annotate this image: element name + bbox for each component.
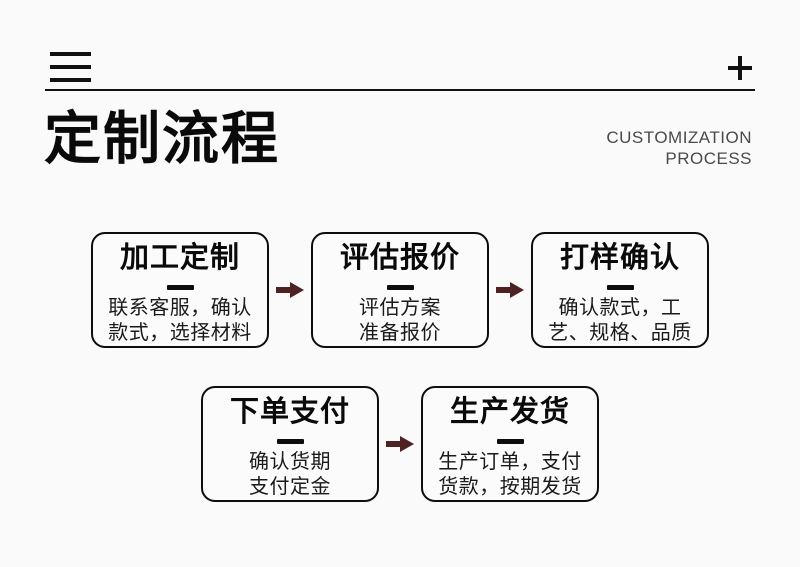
step-description: 生产订单，支付 货款，按期发货	[423, 450, 597, 500]
step-box-1: 加工定制 联系客服，确认 款式，选择材料	[91, 232, 269, 348]
header-divider	[45, 89, 755, 91]
plus-vertical-bar	[738, 56, 742, 80]
flow-row-2: 下单支付 确认货期 支付定金 生产发货 生产订单，支付 货款，按期发货	[0, 386, 800, 502]
step-dash	[276, 439, 304, 444]
step-box-2: 评估报价 评估方案 准备报价	[311, 232, 489, 348]
flow-row-1: 加工定制 联系客服，确认 款式，选择材料 评估报价 评估方案 准备报价 打样确认	[0, 232, 800, 348]
step-desc-line2: 艺、规格、品质	[548, 322, 692, 344]
step-desc-line2: 款式，选择材料	[108, 322, 252, 344]
plus-icon	[728, 56, 752, 80]
step-title: 打样确认	[559, 242, 680, 274]
step-title: 下单支付	[229, 396, 350, 428]
hamburger-bar	[50, 78, 91, 82]
hamburger-bar	[50, 65, 91, 69]
step-desc-line1: 确认款式，工	[558, 297, 682, 319]
arrow-right-icon	[276, 282, 304, 298]
step-box-3: 打样确认 确认款式，工 艺、规格、品质	[531, 232, 709, 348]
step-dash	[386, 285, 414, 290]
step-desc-line1: 生产订单，支付	[438, 451, 582, 473]
step-desc-line1: 评估方案	[359, 297, 441, 319]
step-desc-line1: 联系客服，确认	[108, 297, 252, 319]
step-description: 评估方案 准备报价	[313, 296, 487, 346]
page-title: 定制流程	[44, 107, 280, 171]
page-subtitle-line1: CUSTOMIZATION	[606, 128, 752, 147]
hamburger-menu-icon	[50, 52, 91, 82]
step-desc-line2: 准备报价	[359, 322, 441, 344]
step-dash	[166, 285, 194, 290]
arrow-right-icon	[496, 282, 524, 298]
page-subtitle-line2: PROCESS	[665, 149, 752, 168]
step-desc-line2: 支付定金	[249, 476, 331, 498]
step-dash	[606, 285, 634, 290]
step-dash	[496, 439, 524, 444]
step-description: 确认货期 支付定金	[203, 450, 377, 500]
step-desc-line2: 货款，按期发货	[438, 476, 582, 498]
step-title: 评估报价	[339, 242, 460, 274]
step-title: 加工定制	[119, 242, 240, 274]
step-description: 确认款式，工 艺、规格、品质	[533, 296, 707, 346]
arrow-right-icon	[386, 436, 414, 452]
step-desc-line1: 确认货期	[249, 451, 331, 473]
step-box-5: 生产发货 生产订单，支付 货款，按期发货	[421, 386, 599, 502]
page-subtitle: CUSTOMIZATION PROCESS	[606, 127, 752, 169]
step-description: 联系客服，确认 款式，选择材料	[93, 296, 267, 346]
hamburger-bar	[50, 52, 91, 56]
step-box-4: 下单支付 确认货期 支付定金	[201, 386, 379, 502]
step-title: 生产发货	[449, 396, 570, 428]
